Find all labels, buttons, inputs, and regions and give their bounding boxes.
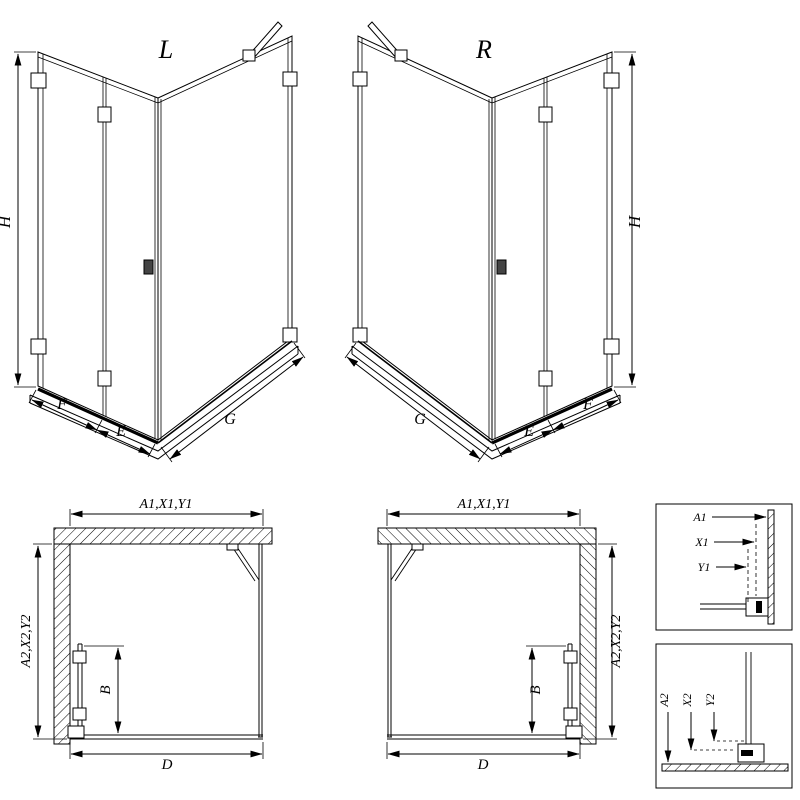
- detail-width-wall: [767, 509, 775, 625]
- detail-depth-row-y2: Y2: [703, 694, 717, 707]
- iso-right-variant-label: R: [475, 35, 492, 64]
- iso-left-variant-label: L: [158, 35, 173, 64]
- plan-right-depth-dim-label: A2,X2,Y2: [609, 615, 624, 669]
- plan-view-left: A1,X1,Y1 A2,X2,Y2 B D: [19, 497, 272, 773]
- plan-right-geometry: [378, 509, 617, 759]
- iso-left-door-width-label: E: [115, 423, 126, 440]
- plan-right-width-dim-label: A1,X1,Y1: [457, 497, 511, 512]
- iso-left-fixed-width-label: F: [56, 396, 67, 413]
- iso-right-door-width-label: E: [523, 423, 534, 440]
- plan-left-geometry: [33, 509, 272, 759]
- iso-right-side-width-label: G: [414, 411, 426, 428]
- iso-right-height-label: H: [625, 214, 644, 229]
- plan-left-depth-dim-label: A2,X2,Y2: [19, 615, 34, 669]
- plan-view-right: A1,X1,Y1 A2,X2,Y2 B D: [378, 497, 624, 773]
- detail-width-row-a1: A1: [692, 510, 706, 524]
- iso-left-height-label: H: [0, 214, 14, 229]
- detail-depth-wall: [661, 763, 789, 772]
- plan-right-entry-dim-label: D: [477, 757, 489, 773]
- plan-left-entry-dim-label: D: [161, 757, 173, 773]
- iso-right-fixed-width-label: F: [582, 396, 593, 413]
- iso-view-left: L H F E G: [0, 22, 305, 462]
- detail-depth-row-x2: X2: [680, 693, 694, 707]
- plan-left-door-dim-label: B: [98, 685, 114, 694]
- detail-depth-row-a2: A2: [657, 693, 671, 707]
- plan-left-width-dim-label: A1,X1,Y1: [139, 497, 193, 512]
- iso-view-right: R H F E G: [345, 22, 644, 462]
- plan-right-door-dim-label: B: [528, 685, 544, 694]
- detail-width-row-x1: X1: [694, 535, 708, 549]
- detail-width-row-y1: Y1: [698, 560, 711, 574]
- detail-section-width: A1 X1 Y1: [655, 503, 793, 631]
- detail-section-depth: A2 X2 Y2: [655, 643, 793, 789]
- iso-left-side-width-label: G: [224, 411, 236, 428]
